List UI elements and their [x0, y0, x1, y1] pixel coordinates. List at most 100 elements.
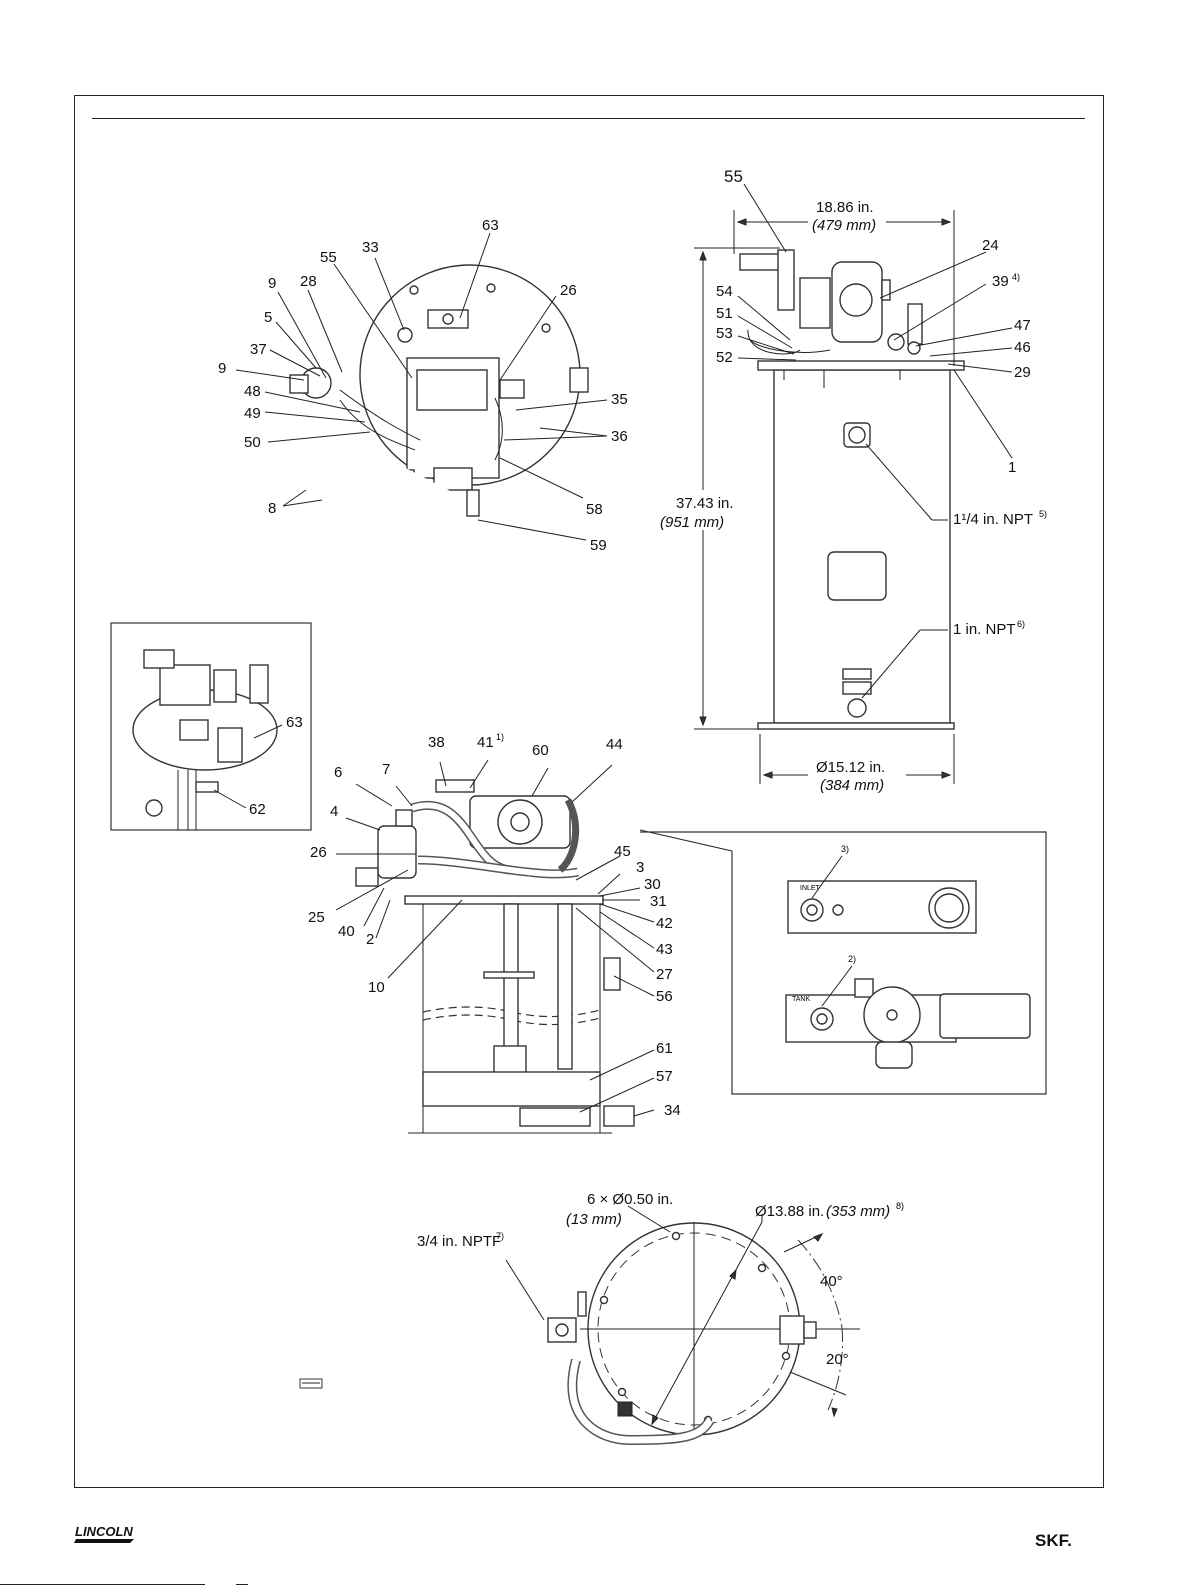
header-rule: [92, 118, 1085, 119]
callout-3: 3: [636, 859, 644, 876]
bolt-circle-dimension: Ø13.88 in.: [755, 1203, 824, 1220]
callout-49: 49: [244, 405, 261, 422]
callout-61: 61: [656, 1040, 673, 1057]
skf-logo: SKF.: [1035, 1531, 1072, 1548]
note-4: 4): [1012, 272, 1020, 282]
callout-9: 9: [268, 275, 276, 292]
drawing-frame: [74, 95, 1104, 1488]
callout-46: 46: [1014, 339, 1031, 356]
base-diameter-inches: Ø15.12 in.: [816, 759, 885, 776]
base-plate: [757, 722, 955, 730]
callout-36: 36: [611, 428, 628, 445]
detail-box: INLET 3) TANK 2): [639, 829, 1047, 1095]
angle-40: 40°: [820, 1273, 843, 1290]
callout-39: 39: [992, 273, 1009, 290]
callout-24: 24: [982, 237, 999, 254]
callout-37: 37: [250, 341, 267, 358]
callout-25: 25: [308, 909, 325, 926]
callout-7: 7: [382, 761, 390, 778]
note-6: 6): [1017, 619, 1025, 629]
angle-20: 20°: [826, 1351, 849, 1368]
top-view-leaders: [235, 232, 608, 541]
callout-60: 60: [532, 742, 549, 759]
callout-29: 29: [1014, 364, 1031, 381]
holes-dimension-mm: (13 mm): [566, 1211, 622, 1228]
footer-rule: [0, 1584, 205, 1585]
callout-42: 42: [656, 915, 673, 932]
callout-26: 26: [560, 282, 577, 299]
note-1: 1): [496, 732, 504, 742]
npt-large-port: 1¹/4 in. NPT: [953, 511, 1033, 528]
bottom-view-labels: 6 × Ø0.50 in. (13 mm) Ø13.88 in. (353 mm…: [417, 1191, 904, 1368]
top-view: [289, 264, 589, 519]
callout-63-photo: 63: [286, 714, 303, 731]
sectional-leaders: [335, 759, 655, 1117]
width-inches: 18.86 in.: [816, 199, 874, 216]
photo-inset: 63 62: [110, 622, 312, 831]
callout-63: 63: [482, 217, 499, 234]
callout-54: 54: [716, 283, 733, 300]
bottom-plan-view: [299, 1205, 860, 1446]
callout-53: 53: [716, 325, 733, 342]
callout-44: 44: [606, 736, 623, 753]
svg-text:LINCOLN: LINCOLN: [75, 1524, 133, 1539]
side-view-callouts: 55 24 39 4) 54 51 53 52 47 46 29 1: [716, 167, 1031, 476]
bolt-circle-dimension-mm: (353 mm): [826, 1203, 890, 1220]
callout-6: 6: [334, 764, 342, 781]
svg-text:SKF.: SKF.: [1035, 1531, 1072, 1548]
callout-58: 58: [586, 501, 603, 518]
width-mm: (479 mm): [812, 217, 876, 234]
callout-41: 41: [477, 734, 494, 751]
callout-33: 33: [362, 239, 379, 256]
callout-56: 56: [656, 988, 673, 1005]
callout-10: 10: [368, 979, 385, 996]
callout-51: 51: [716, 305, 733, 322]
holes-dimension: 6 × Ø0.50 in.: [587, 1191, 673, 1208]
callout-26-sec: 26: [310, 844, 327, 861]
callout-38: 38: [428, 734, 445, 751]
callout-31: 31: [650, 893, 667, 910]
note-7: 7): [496, 1231, 504, 1241]
callout-43: 43: [656, 941, 673, 958]
callout-55: 55: [320, 249, 337, 266]
callout-55-side: 55: [724, 167, 743, 186]
note-8: 8): [896, 1201, 904, 1211]
follower-plate: [422, 1071, 601, 1107]
callout-57: 57: [656, 1068, 673, 1085]
callout-27: 27: [656, 966, 673, 983]
height-mm: (951 mm): [660, 514, 724, 531]
top-view-callouts: 63 33 55 9 28 26 5 37 9 48 49 50 35 36 5…: [218, 217, 628, 554]
callout-34: 34: [664, 1102, 681, 1119]
sectional-view: [355, 779, 635, 1134]
callout-5: 5: [264, 309, 272, 326]
callout-28: 28: [300, 273, 317, 290]
base-diameter-mm: (384 mm): [820, 777, 884, 794]
side-view: [739, 249, 965, 730]
height-inches: 37.43 in.: [676, 495, 734, 512]
callout-45: 45: [614, 843, 631, 860]
callout-62: 62: [249, 801, 266, 818]
callout-2: 2: [366, 931, 374, 948]
sectional-callouts: 38 41 1) 60 44 6 7 4 26 45 3 30 31 25 40…: [308, 732, 681, 1119]
detail-marker-3: 3): [841, 844, 849, 854]
callout-59: 59: [590, 537, 607, 554]
callout-48: 48: [244, 383, 261, 400]
inlet-marking: INLET: [800, 885, 821, 892]
callout-47: 47: [1014, 317, 1031, 334]
tank-marking: TANK: [792, 996, 810, 1003]
nptf-port: 3/4 in. NPTF: [417, 1233, 501, 1250]
callout-35: 35: [611, 391, 628, 408]
callout-8: 8: [268, 500, 276, 517]
side-view-leaders: [737, 183, 1013, 459]
callout-1: 1: [1008, 459, 1016, 476]
npt-small-port: 1 in. NPT: [953, 621, 1016, 638]
callout-4: 4: [330, 803, 338, 820]
callout-52: 52: [716, 349, 733, 366]
callout-30: 30: [644, 876, 661, 893]
side-view-dimensions: 18.86 in. (479 mm) 37.43 in. (951 mm) Ø1…: [660, 199, 1047, 794]
footer-mark: [236, 1584, 248, 1585]
lincoln-logo: LINCOLN: [74, 1524, 134, 1543]
callout-40: 40: [338, 923, 355, 940]
note-5: 5): [1039, 509, 1047, 519]
